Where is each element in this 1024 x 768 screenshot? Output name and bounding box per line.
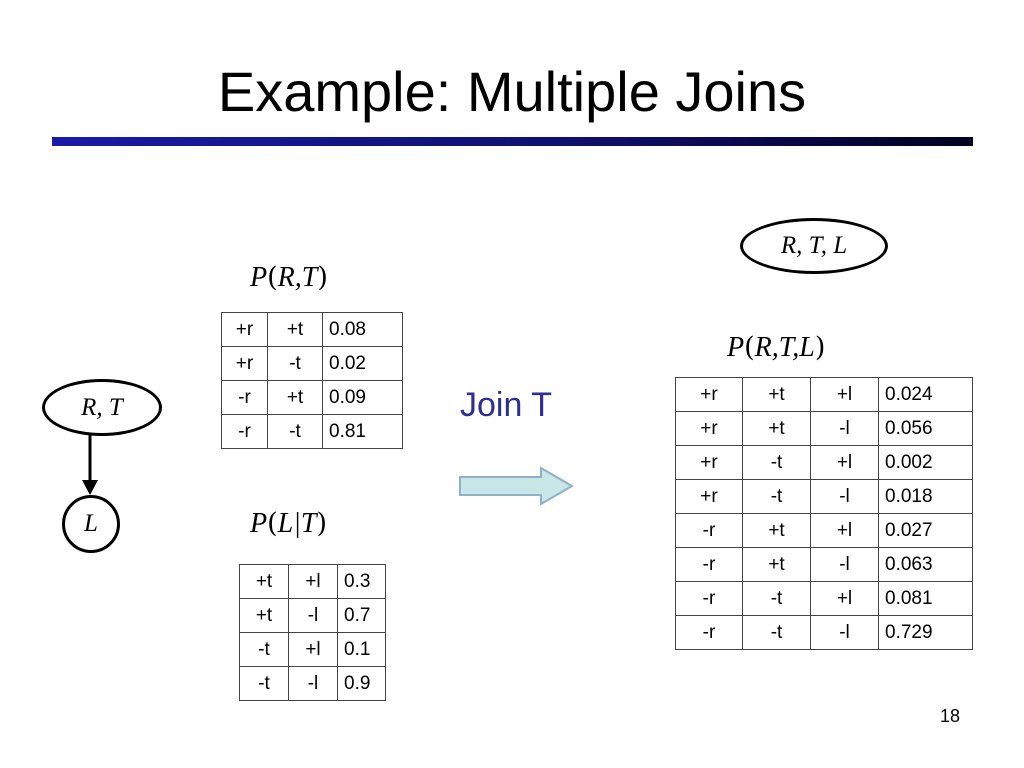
assignment-cell: +t (742, 377, 811, 412)
assignment-cell: -l (810, 479, 879, 514)
assignment-cell: -r (675, 547, 743, 582)
probability-cell: 0.018 (878, 479, 973, 514)
title-rule (52, 137, 973, 146)
assignment-cell: +t (742, 547, 811, 582)
assignment-cell: +l (288, 632, 338, 667)
probability-cell: 0.1 (337, 632, 386, 667)
assignment-cell: -t (742, 479, 811, 514)
assignment-cell: +t (742, 513, 811, 548)
join-arrow-shape (459, 466, 574, 506)
slide-title: Example: Multiple Joins (217, 60, 807, 123)
node-rt: R, T (42, 379, 162, 436)
assignment-cell: +t (239, 564, 289, 599)
assignment-cell: +r (675, 479, 743, 514)
assignment-cell: +r (221, 346, 268, 381)
assignment-cell: -r (675, 513, 743, 548)
assignment-cell: -l (810, 547, 879, 582)
assignment-cell: +l (288, 564, 338, 599)
label-p-lt-fn: P (250, 508, 268, 539)
probability-cell: 0.3 (337, 564, 386, 599)
label-p-rtl: P(R,T,L) (727, 332, 826, 363)
assignment-cell: -r (221, 414, 268, 449)
assignment-cell: -r (675, 615, 743, 650)
assignment-cell: -t (742, 615, 811, 650)
label-p-rt-fn: P (250, 262, 268, 293)
assignment-cell: -t (742, 581, 811, 616)
assignment-cell: -l (810, 411, 879, 446)
assignment-cell: +t (267, 380, 323, 415)
probability-cell: 0.9 (337, 666, 386, 701)
assignment-cell: +l (810, 445, 879, 480)
assignment-cell: +r (221, 312, 268, 347)
assignment-cell: -l (810, 615, 879, 650)
probability-cell: 0.09 (322, 380, 403, 415)
label-p-rt: P(R,T) (250, 262, 328, 293)
assignment-cell: -t (267, 414, 323, 449)
assignment-cell: -l (288, 666, 338, 701)
assignment-cell: -l (288, 598, 338, 633)
probability-cell: 0.08 (322, 312, 403, 347)
assignment-cell: -t (239, 666, 289, 701)
probability-cell: 0.063 (878, 547, 973, 582)
label-p-rtl-vars: R,T,L (754, 332, 815, 363)
assignment-cell: -t (239, 632, 289, 667)
assignment-cell: +r (675, 377, 743, 412)
label-p-rtl-fn: P (727, 332, 745, 363)
probability-cell: 0.027 (878, 513, 973, 548)
assignment-cell: -r (221, 380, 268, 415)
assignment-cell: +l (810, 377, 879, 412)
assignment-cell: -t (742, 445, 811, 480)
probability-cell: 0.02 (322, 346, 403, 381)
probability-cell: 0.081 (878, 581, 973, 616)
probability-cell: 0.024 (878, 377, 973, 412)
assignment-cell: -t (267, 346, 323, 381)
node-l: L (62, 495, 120, 553)
assignment-cell: +t (267, 312, 323, 347)
probability-cell: 0.729 (878, 615, 973, 650)
assignment-cell: +l (810, 581, 879, 616)
probability-cell: 0.002 (878, 445, 973, 480)
probability-cell: 0.056 (878, 411, 973, 446)
assignment-cell: +t (742, 411, 811, 446)
assignment-cell: +r (675, 411, 743, 446)
assignment-cell: +r (675, 445, 743, 480)
assignment-cell: +l (810, 513, 879, 548)
assignment-cell: -r (675, 581, 743, 616)
probability-cell: 0.7 (337, 598, 386, 633)
assignment-cell: +t (239, 598, 289, 633)
label-p-rt-vars: R,T (277, 262, 318, 293)
edge-arrowhead (82, 480, 98, 495)
label-p-lt-vars: L|T (277, 508, 317, 539)
join-label: Join T (460, 386, 552, 424)
node-rtl: R, T, L (740, 218, 888, 274)
label-p-lt: P(L|T) (250, 508, 328, 539)
page-number: 18 (940, 706, 961, 726)
probability-cell: 0.81 (322, 414, 403, 449)
join-arrow (459, 466, 574, 506)
